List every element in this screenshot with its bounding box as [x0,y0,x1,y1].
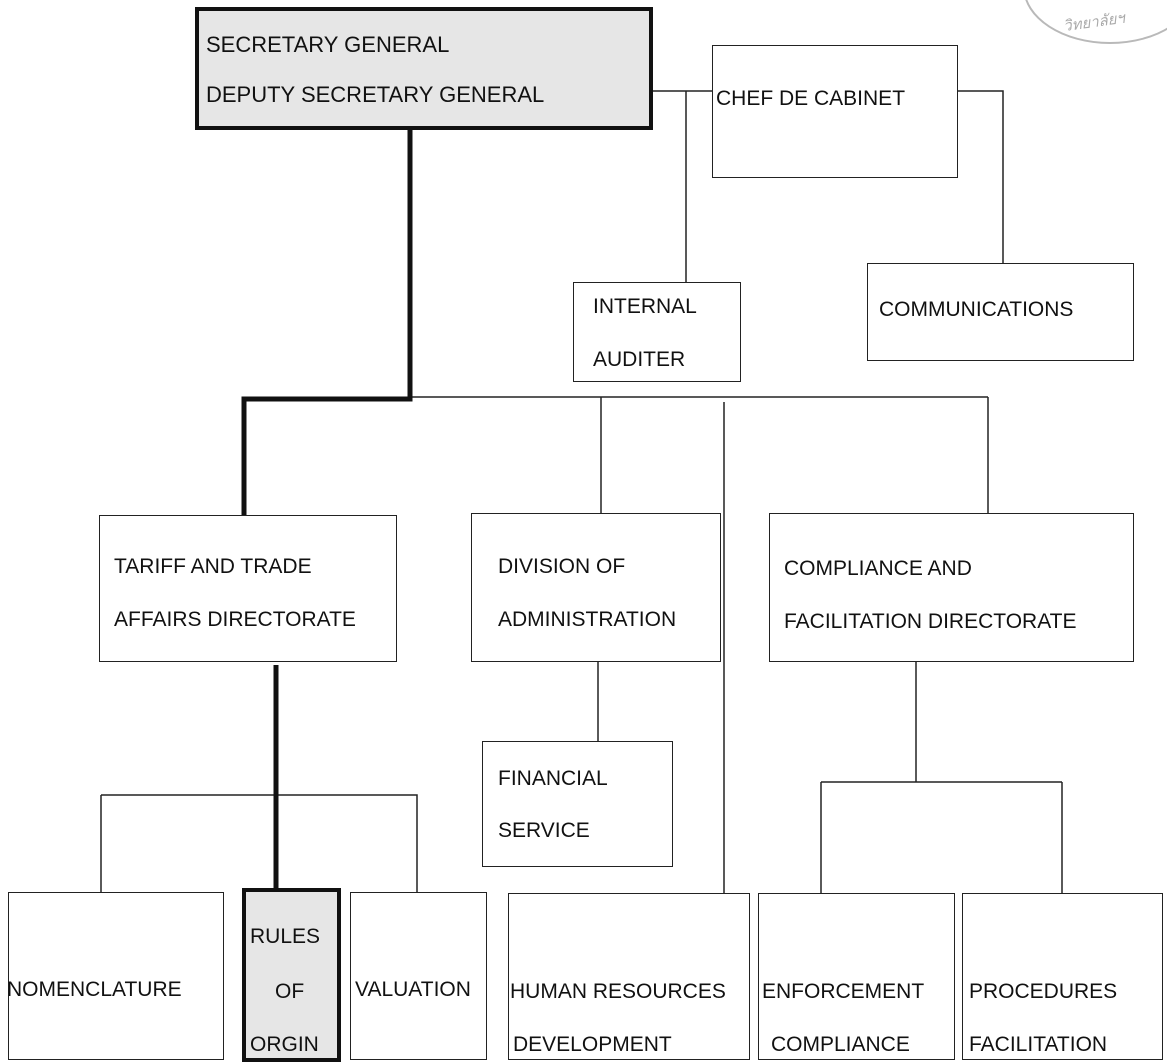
node-rules-of-origin-line1: RULES [250,925,321,948]
node-compliance-facilitation-directorate [769,513,1134,662]
node-administration-line1: DIVISION OF [498,555,626,578]
node-rules-of-origin [242,888,341,1062]
connector-bold-sg-tariff [241,128,413,515]
node-valuation-label: VALUATION [355,978,471,1001]
node-chef-de-cabinet [712,45,958,178]
node-rules-of-origin-line3: ORGIN [250,1033,319,1056]
node-procedures-facilitation [962,893,1163,1060]
node-rules-of-origin-line2: OF [275,980,305,1003]
node-tariff-trade-line1: TARIFF AND TRADE [114,555,312,578]
connector-tariff-bar [101,794,418,892]
node-compliance-facilitation-line2: FACILITATION DIRECTORATE [784,610,1077,633]
node-division-of-administration [471,513,721,662]
node-nomenclature [8,892,224,1060]
node-enforcement-line1: ENFORCEMENT [762,980,925,1003]
node-communications [867,263,1134,361]
node-financial-service-line2: SERVICE [498,819,590,842]
node-nomenclature-label: NOMENCLATURE [7,978,182,1001]
node-human-resources-development [508,893,750,1060]
node-financial-service [482,741,673,867]
node-secretary-general-line2: DEPUTY SECRETARY GENERAL [206,82,545,107]
node-enforcement-compliance [758,893,955,1060]
node-human-resources-line1: HUMAN RESOURCES [510,980,726,1003]
node-tariff-trade-directorate [99,515,397,662]
node-procedures-line1: PROCEDURES [969,980,1118,1003]
node-secretary-general [195,7,653,130]
node-valuation [350,892,487,1060]
node-human-resources-line2: DEVELOPMENT [513,1033,672,1056]
node-administration-line2: ADMINISTRATION [498,608,677,631]
node-communications-label: COMMUNICATIONS [879,298,1074,321]
node-chef-de-cabinet-label: CHEF DE CABINET [716,87,906,110]
node-secretary-general-line1: SECRETARY GENERAL [206,32,450,57]
node-internal-auditer [573,282,741,382]
node-procedures-line2: FACILITATION [969,1033,1108,1056]
node-internal-auditer-line2: AUDITER [593,348,686,371]
node-compliance-facilitation-line1: COMPLIANCE AND [784,557,972,580]
connector-cabinet-communications [958,90,1004,263]
node-internal-auditer-line1: INTERNAL [593,295,697,318]
node-enforcement-line2: COMPLIANCE [771,1033,910,1056]
node-financial-service-line1: FINANCIAL [498,767,608,790]
node-tariff-trade-line2: AFFAIRS DIRECTORATE [114,608,356,631]
